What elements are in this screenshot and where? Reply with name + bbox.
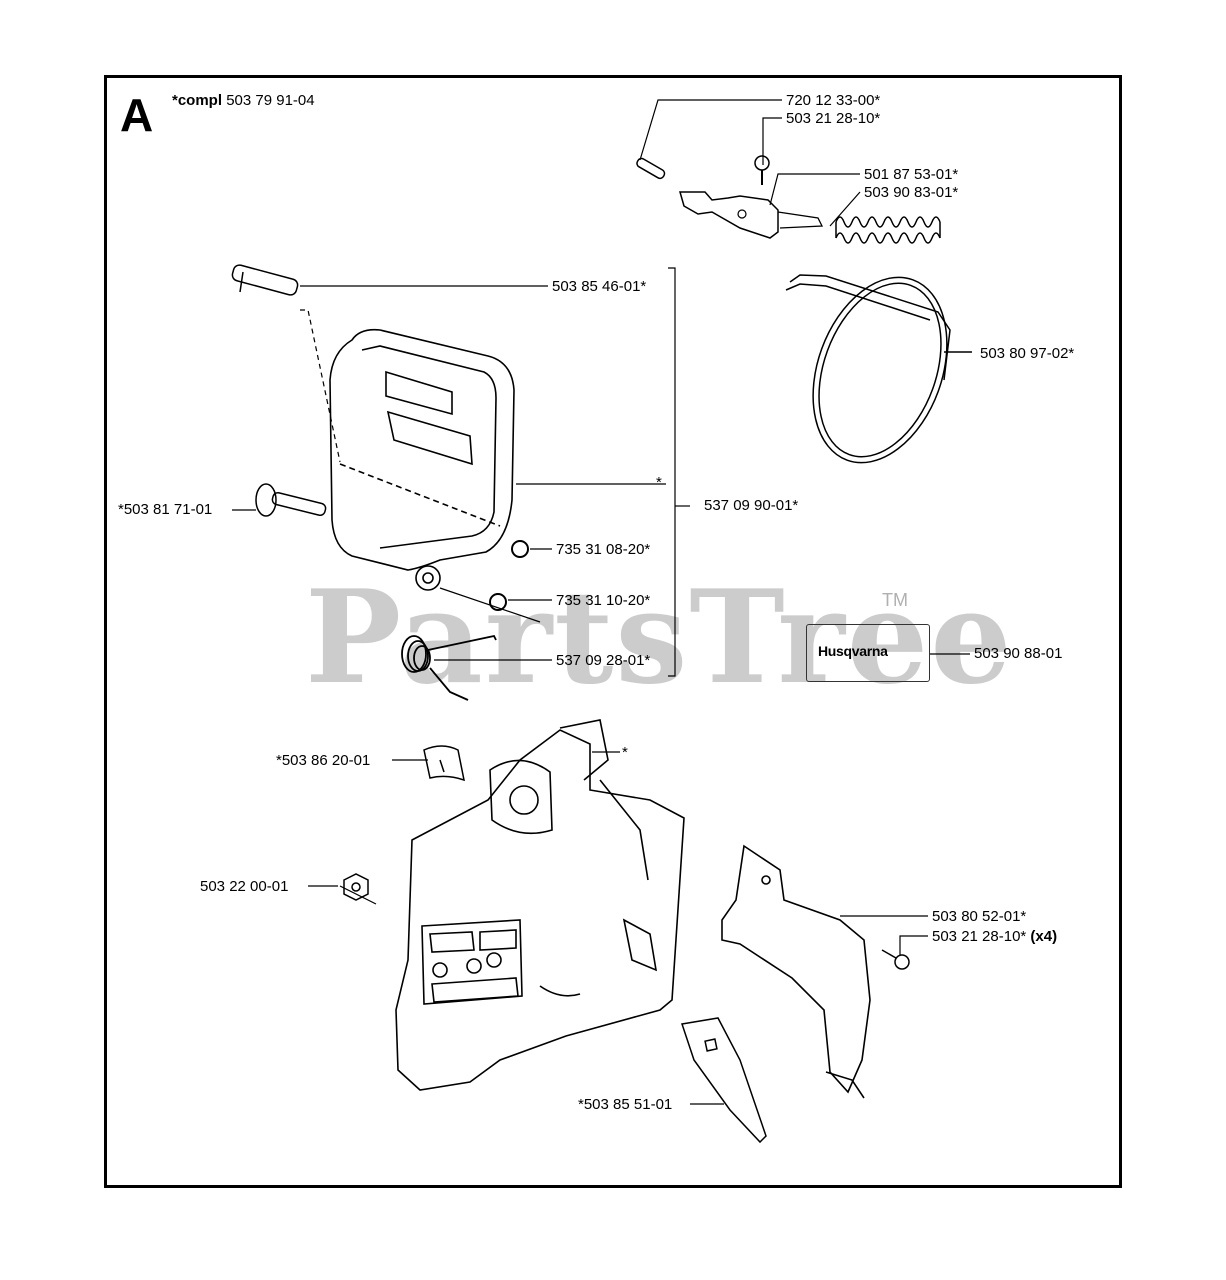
part-label: 503 21 28-10* <box>786 110 881 127</box>
part-label: 537 09 28-01* <box>556 652 651 669</box>
part-number: 503 21 28-10* <box>932 928 1027 945</box>
watermark: PartsTree <box>305 563 1014 713</box>
part-label: * <box>656 474 662 491</box>
section-letter: A <box>120 89 154 141</box>
compl-number: 503 79 91-04 <box>226 92 315 109</box>
compl-prefix: *compl <box>172 92 223 109</box>
part-label: 537 09 90-01* <box>704 497 799 514</box>
part-label: 503 80 52-01* <box>932 908 1027 925</box>
part-label: 503 90 88-01 <box>974 645 1063 662</box>
part-label: * <box>622 744 628 761</box>
part-label: 503 80 97-02* <box>980 345 1075 362</box>
part-label: 503 22 00-01 <box>200 878 289 895</box>
husqvarna-decal <box>806 624 930 682</box>
part-label: *503 81 71-01 <box>118 501 213 518</box>
watermark-trademark: TM <box>882 590 908 610</box>
complete-assembly-label: *compl 503 79 91-04 <box>172 92 315 109</box>
part-label-with-quantity: 503 21 28-10* (x4) <box>932 928 1057 946</box>
husqvarna-decal-brand: Husqvarna <box>818 643 888 659</box>
quantity-note: (x4) <box>1030 928 1058 945</box>
part-label: 503 85 46-01* <box>552 278 647 295</box>
part-label: *503 86 20-01 <box>276 752 371 769</box>
part-label: 503 90 83-01* <box>864 184 959 201</box>
part-label: *503 85 51-01 <box>578 1096 673 1113</box>
part-label: 735 31 08-20* <box>556 541 651 558</box>
diagram-frame <box>104 75 1122 1188</box>
part-label: 720 12 33-00* <box>786 92 881 109</box>
part-label: 735 31 10-20* <box>556 592 651 609</box>
part-label: 501 87 53-01* <box>864 166 959 183</box>
